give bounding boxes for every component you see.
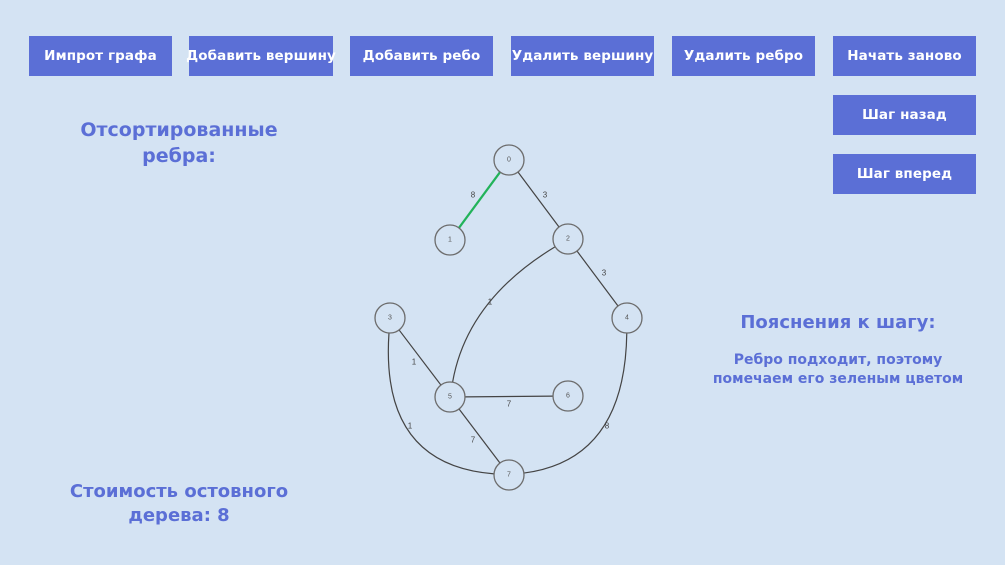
- edge-weight-0-1: 8: [471, 191, 476, 200]
- sorted-edges-title: Отсортированные ребра:: [80, 119, 278, 167]
- add-edge-button[interactable]: Добавить ребо: [350, 36, 493, 76]
- node-circle[interactable]: [552, 380, 584, 412]
- edge-5-6[interactable]: [464, 395, 554, 398]
- graph-node-7[interactable]: 7: [493, 459, 525, 491]
- explanation-text: Ребро подходит, поэтому помечаем его зел…: [712, 352, 964, 387]
- add-vertex-button[interactable]: Добавить вершину: [186, 36, 336, 76]
- node-circle[interactable]: [552, 223, 584, 255]
- spanning-tree-cost: Стоимость остовного дерева: 8: [69, 481, 289, 527]
- edge-2-5[interactable]: [451, 246, 556, 383]
- edge-weight-2-4: 3: [602, 269, 607, 278]
- edge-2-4[interactable]: [576, 250, 619, 307]
- edge-weight-4-7: 8: [605, 422, 610, 431]
- node-label: 4: [625, 315, 629, 322]
- edge-weight-0-2: 3: [543, 191, 548, 200]
- edge-0-2[interactable]: [517, 171, 560, 228]
- graph-node-0[interactable]: 0: [493, 144, 525, 176]
- graph-node-4[interactable]: 4: [611, 302, 643, 334]
- graph-node-3[interactable]: 3: [374, 302, 406, 334]
- node-circle[interactable]: [374, 302, 406, 334]
- edge-weight-2-5: 1: [488, 298, 493, 307]
- edge-4-7[interactable]: [523, 332, 628, 474]
- step-forward-button[interactable]: Шаг вперед: [833, 154, 976, 194]
- restart-button[interactable]: Начать заново: [833, 36, 976, 76]
- node-circle[interactable]: [434, 381, 466, 413]
- node-label: 0: [507, 157, 511, 164]
- node-label: 1: [448, 237, 452, 244]
- graph-node-6[interactable]: 6: [552, 380, 584, 412]
- explanation-title: Пояснения к шагу:: [740, 312, 936, 333]
- remove-edge-button[interactable]: Удалить ребро: [672, 36, 815, 76]
- node-circle[interactable]: [434, 224, 466, 256]
- remove-vertex-button[interactable]: Удалить вершину: [511, 36, 654, 76]
- graph-node-1[interactable]: 1: [434, 224, 466, 256]
- node-label: 2: [566, 236, 570, 243]
- node-label: 6: [566, 393, 570, 400]
- edge-weight-3-7: 1: [408, 422, 413, 431]
- graph-node-2[interactable]: 2: [552, 223, 584, 255]
- node-circle[interactable]: [493, 144, 525, 176]
- step-back-button[interactable]: Шаг назад: [833, 95, 976, 135]
- node-label: 3: [388, 315, 392, 322]
- edge-weight-3-5: 1: [412, 358, 417, 367]
- edge-3-5[interactable]: [398, 329, 442, 386]
- node-circle[interactable]: [493, 459, 525, 491]
- node-label: 5: [448, 394, 452, 401]
- edge-weight-5-7: 7: [471, 436, 476, 445]
- edge-5-7[interactable]: [458, 408, 501, 464]
- edge-0-1-selected[interactable]: [458, 171, 501, 229]
- graph-node-5[interactable]: 5: [434, 381, 466, 413]
- node-circle[interactable]: [611, 302, 643, 334]
- import-graph-button[interactable]: Импрот графа: [29, 36, 172, 76]
- edge-weight-5-6: 7: [507, 400, 512, 409]
- node-label: 7: [507, 472, 511, 479]
- edge-3-7[interactable]: [387, 332, 495, 475]
